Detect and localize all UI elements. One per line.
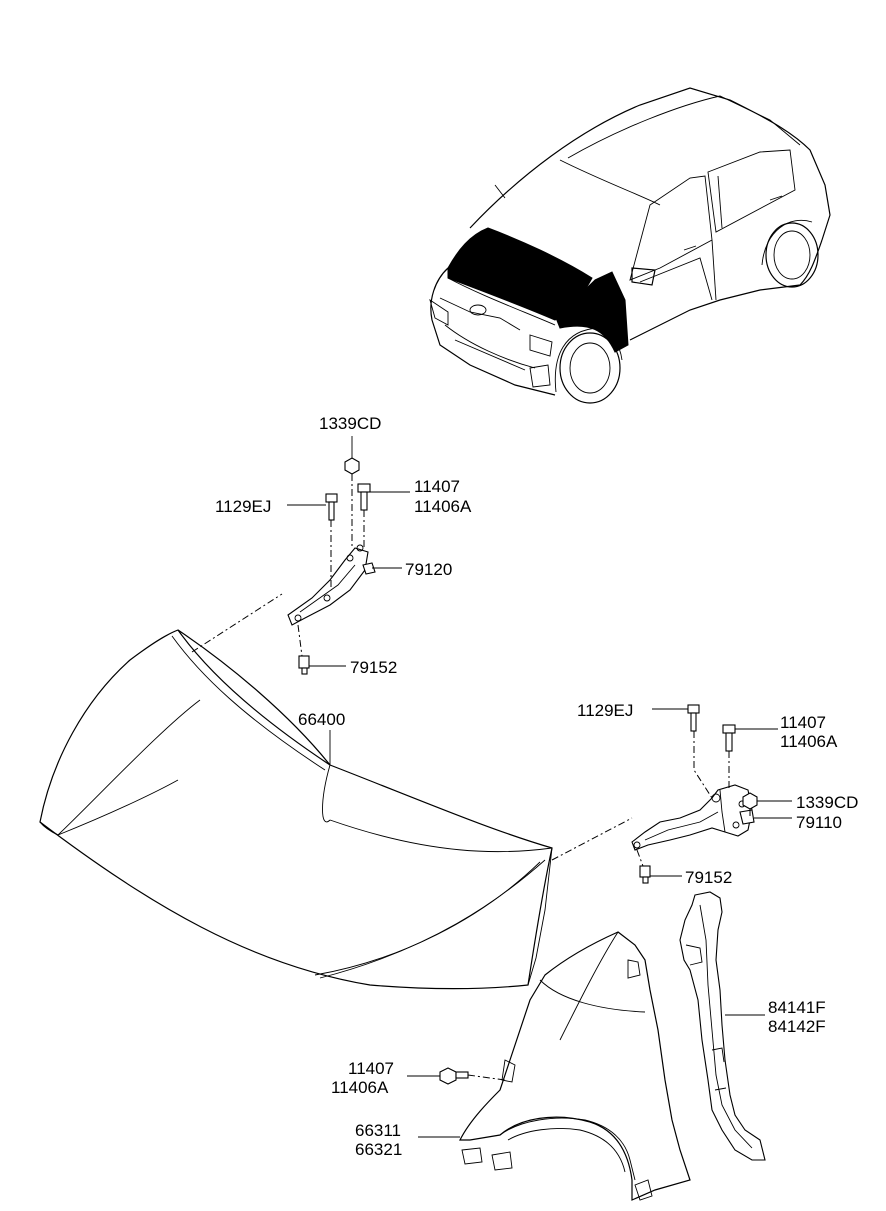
label-11406a-fender: 11406A: [331, 1078, 389, 1097]
label-11407-left: 11407: [414, 477, 460, 496]
fender-garnish: [679, 891, 766, 1161]
fender-panel: [459, 931, 691, 1201]
label-1339cd-top: 1339CD: [319, 414, 381, 433]
label-84142f: 84142F: [768, 1017, 826, 1036]
bolt-icon: [298, 655, 310, 675]
label-1129ej-left: 1129EJ: [215, 497, 271, 516]
label-79120: 79120: [405, 560, 452, 579]
bolt-icon: [687, 704, 700, 732]
label-79152-right: 79152: [685, 868, 732, 887]
label-79110: 79110: [796, 813, 842, 832]
hinge-left: [287, 544, 376, 626]
label-79152-left: 79152: [350, 658, 397, 677]
label-11407-fender: 11407: [348, 1059, 394, 1078]
hinge-right: [631, 784, 755, 851]
bolt-icon: [325, 493, 338, 521]
label-1129ej-right: 1129EJ: [577, 701, 633, 720]
label-1339cd-right: 1339CD: [796, 793, 858, 812]
label-66321: 66321: [355, 1140, 402, 1159]
hood-panel: [39, 629, 553, 990]
label-66311: 66311: [355, 1121, 401, 1140]
bolt-icon: [439, 1067, 469, 1085]
bolt-icon: [639, 865, 651, 884]
bolt-icon: [357, 483, 371, 511]
label-11407-right: 11407: [780, 713, 826, 732]
label-84141f: 84141F: [768, 998, 826, 1017]
label-11406a-left: 11406A: [414, 497, 472, 516]
label-11406a-right: 11406A: [780, 732, 838, 751]
bolt-icon: [722, 724, 736, 752]
nut-icon: [742, 792, 758, 810]
label-66400: 66400: [298, 710, 345, 729]
nut-icon: [344, 457, 360, 475]
car-icon: [429, 87, 831, 404]
